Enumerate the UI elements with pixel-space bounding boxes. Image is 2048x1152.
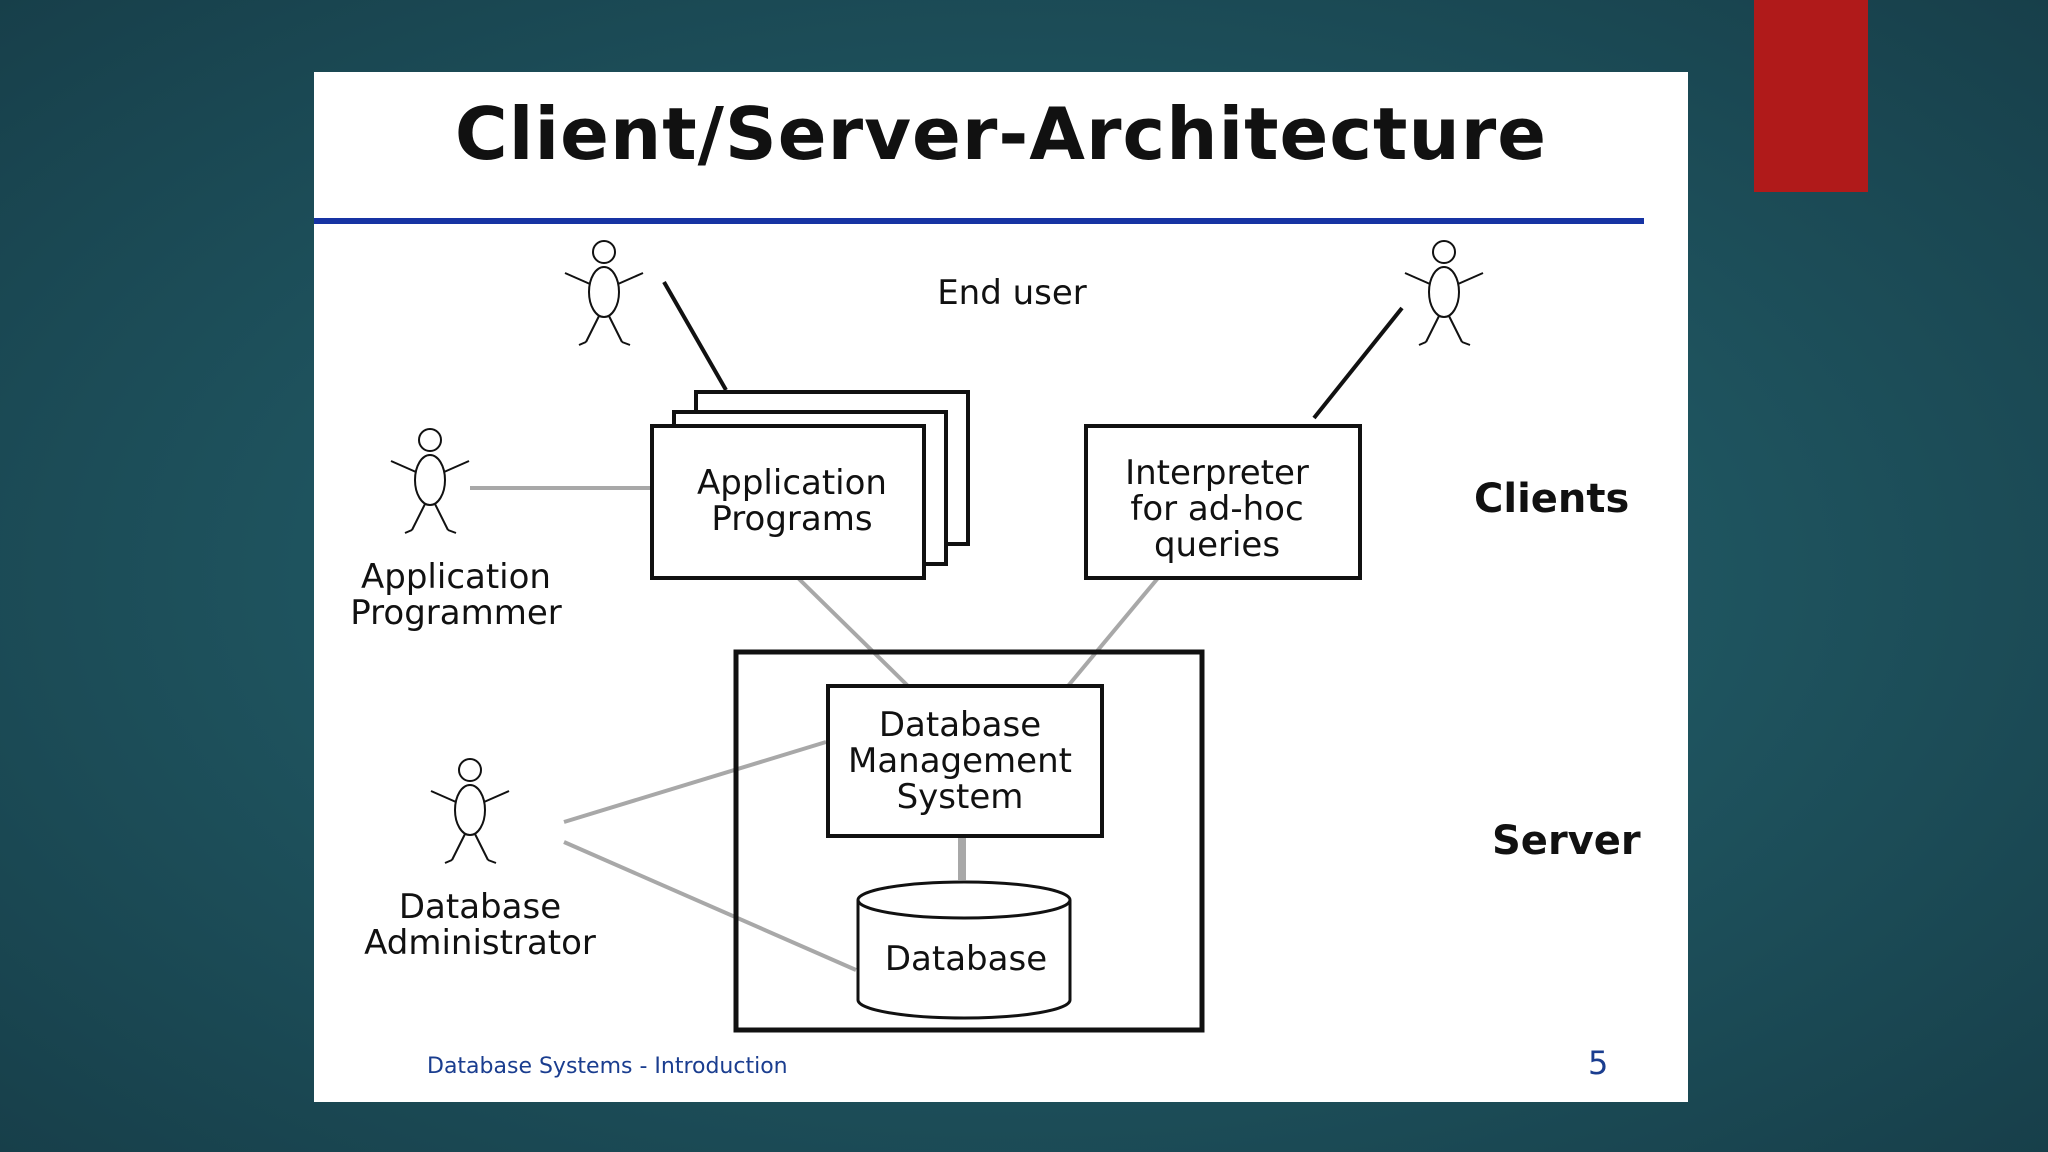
dbms-label-line2: Management (848, 741, 1072, 781)
server-container-box (733, 649, 1205, 1033)
title-underline (314, 218, 1644, 224)
slide-footer: Database Systems - Introduction (427, 1054, 788, 1079)
database-cylinder-icon (856, 880, 1072, 1020)
interpreter-to-dbms-connector (1066, 576, 1160, 688)
end-user-right-connector (1312, 306, 1404, 420)
dbms-box (826, 684, 1104, 838)
page-number: 5 (1588, 1044, 1609, 1082)
app-programs-label-line1: Application (697, 463, 887, 503)
app-programmer-label-line2: Programmer (350, 593, 561, 633)
admin-to-dbms-connector (563, 740, 827, 824)
interpreter-box (1084, 424, 1362, 580)
db-admin-label-line1: Database (399, 887, 561, 927)
end-user-right-figure-icon (1404, 240, 1484, 346)
clients-label: Clients (1474, 476, 1629, 522)
db-admin-figure-icon (430, 758, 510, 864)
admin-to-database-connector (563, 840, 857, 972)
app-programs-to-dbms-connector (794, 574, 910, 688)
db-admin-label-line2: Administrator (364, 923, 596, 963)
interpreter-label-line2: for ad-hoc (1130, 489, 1303, 529)
end-user-left-figure-icon (564, 240, 644, 346)
app-programmer-label-line1: Application (361, 557, 551, 597)
app-programs-box (650, 424, 926, 580)
end-user-label: End user (937, 273, 1087, 313)
database-label: Database (885, 939, 1047, 979)
architecture-diagram: Application Programs Interpreter for ad-… (350, 240, 1641, 1033)
interpreter-label-line3: queries (1154, 525, 1280, 565)
dbms-label-line1: Database (879, 705, 1041, 745)
app-programmer-figure-icon (390, 428, 470, 534)
slide: Client/Server-Architecture (314, 72, 1688, 1102)
red-accent-bar (1754, 0, 1868, 192)
end-user-left-connector (662, 281, 728, 391)
app-programs-label-line2: Programs (711, 499, 872, 539)
dbms-label-line3: System (897, 777, 1024, 817)
server-label: Server (1492, 818, 1641, 864)
interpreter-label-line1: Interpreter (1125, 453, 1309, 493)
slide-title: Client/Server-Architecture (454, 92, 1548, 176)
